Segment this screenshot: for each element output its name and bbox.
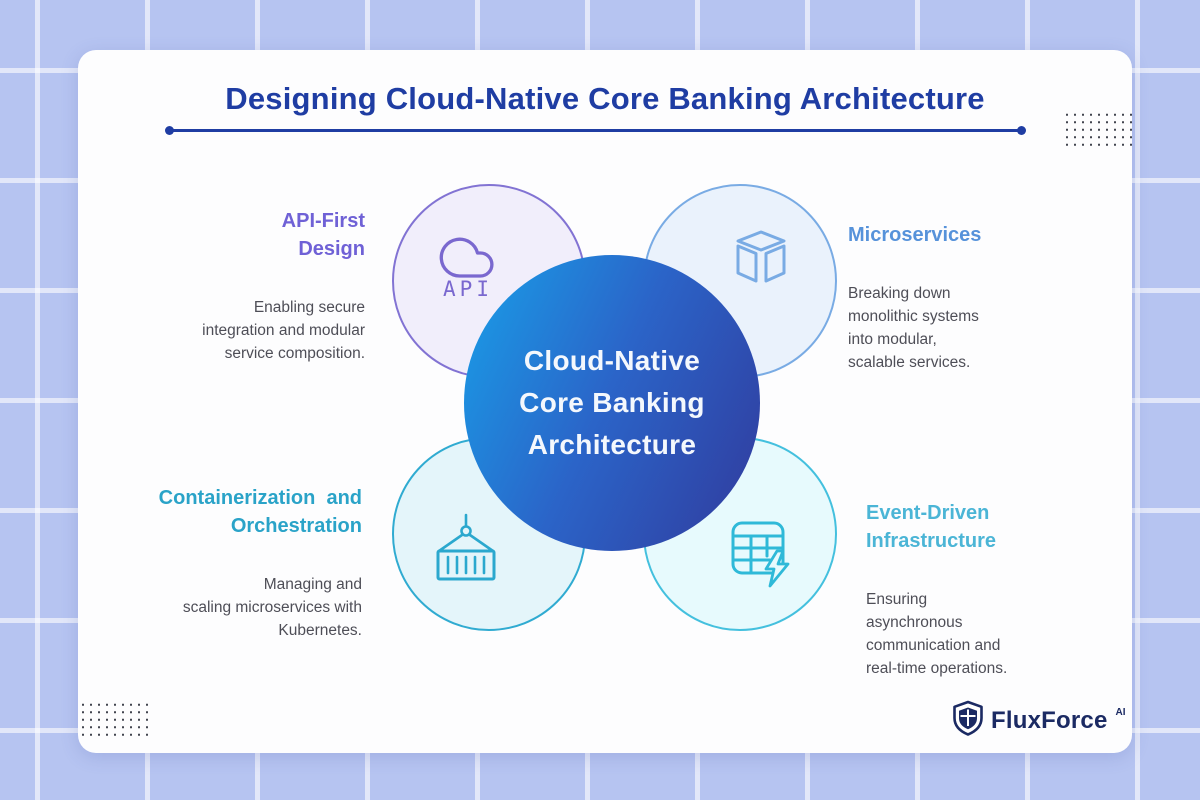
containerization-text-block: Containerization and Orchestration Manag… bbox=[95, 466, 362, 660]
center-node: Cloud-Native Core Banking Architecture bbox=[464, 255, 760, 551]
brand-superscript: AI bbox=[1115, 706, 1126, 718]
container-crane-icon bbox=[431, 511, 501, 590]
brand-name: FluxForce bbox=[991, 707, 1108, 734]
cube-icon bbox=[726, 224, 796, 299]
microservices-description: Breaking down monolithic systems into mo… bbox=[848, 285, 979, 371]
shield-icon bbox=[952, 700, 984, 742]
api-icon-label: API bbox=[443, 277, 493, 301]
cloud-api-icon: API bbox=[431, 226, 503, 307]
title-underline bbox=[165, 126, 1026, 135]
event-driven-text-block: Event-Driven Infrastructure Ensuring asy… bbox=[866, 481, 1071, 698]
center-node-label: Cloud-Native Core Banking Architecture bbox=[519, 345, 705, 460]
event-driven-description: Ensuring asynchronous communication and … bbox=[866, 591, 1008, 677]
api-first-text-block: API-First Design Enabling secure integra… bbox=[120, 189, 365, 383]
page-title: Designing Cloud-Native Core Banking Arch… bbox=[225, 81, 985, 116]
brand-logo: FluxForce AI bbox=[952, 700, 1126, 742]
containerization-description: Managing and scaling microservices with … bbox=[182, 576, 362, 639]
containerization-heading: Containerization and Orchestration bbox=[158, 487, 362, 537]
dot-pattern-bottom-left bbox=[79, 701, 149, 741]
event-driven-heading: Event-Driven Infrastructure bbox=[866, 502, 997, 552]
dot-pattern-top-right bbox=[1063, 111, 1133, 151]
microservices-text-block: Microservices Breaking down monolithic s… bbox=[848, 203, 1066, 392]
api-first-heading: API-First Design bbox=[281, 210, 365, 260]
api-first-description: Enabling secure integration and modular … bbox=[202, 299, 365, 362]
table-lightning-icon bbox=[724, 516, 798, 595]
microservices-heading: Microservices bbox=[848, 224, 982, 246]
